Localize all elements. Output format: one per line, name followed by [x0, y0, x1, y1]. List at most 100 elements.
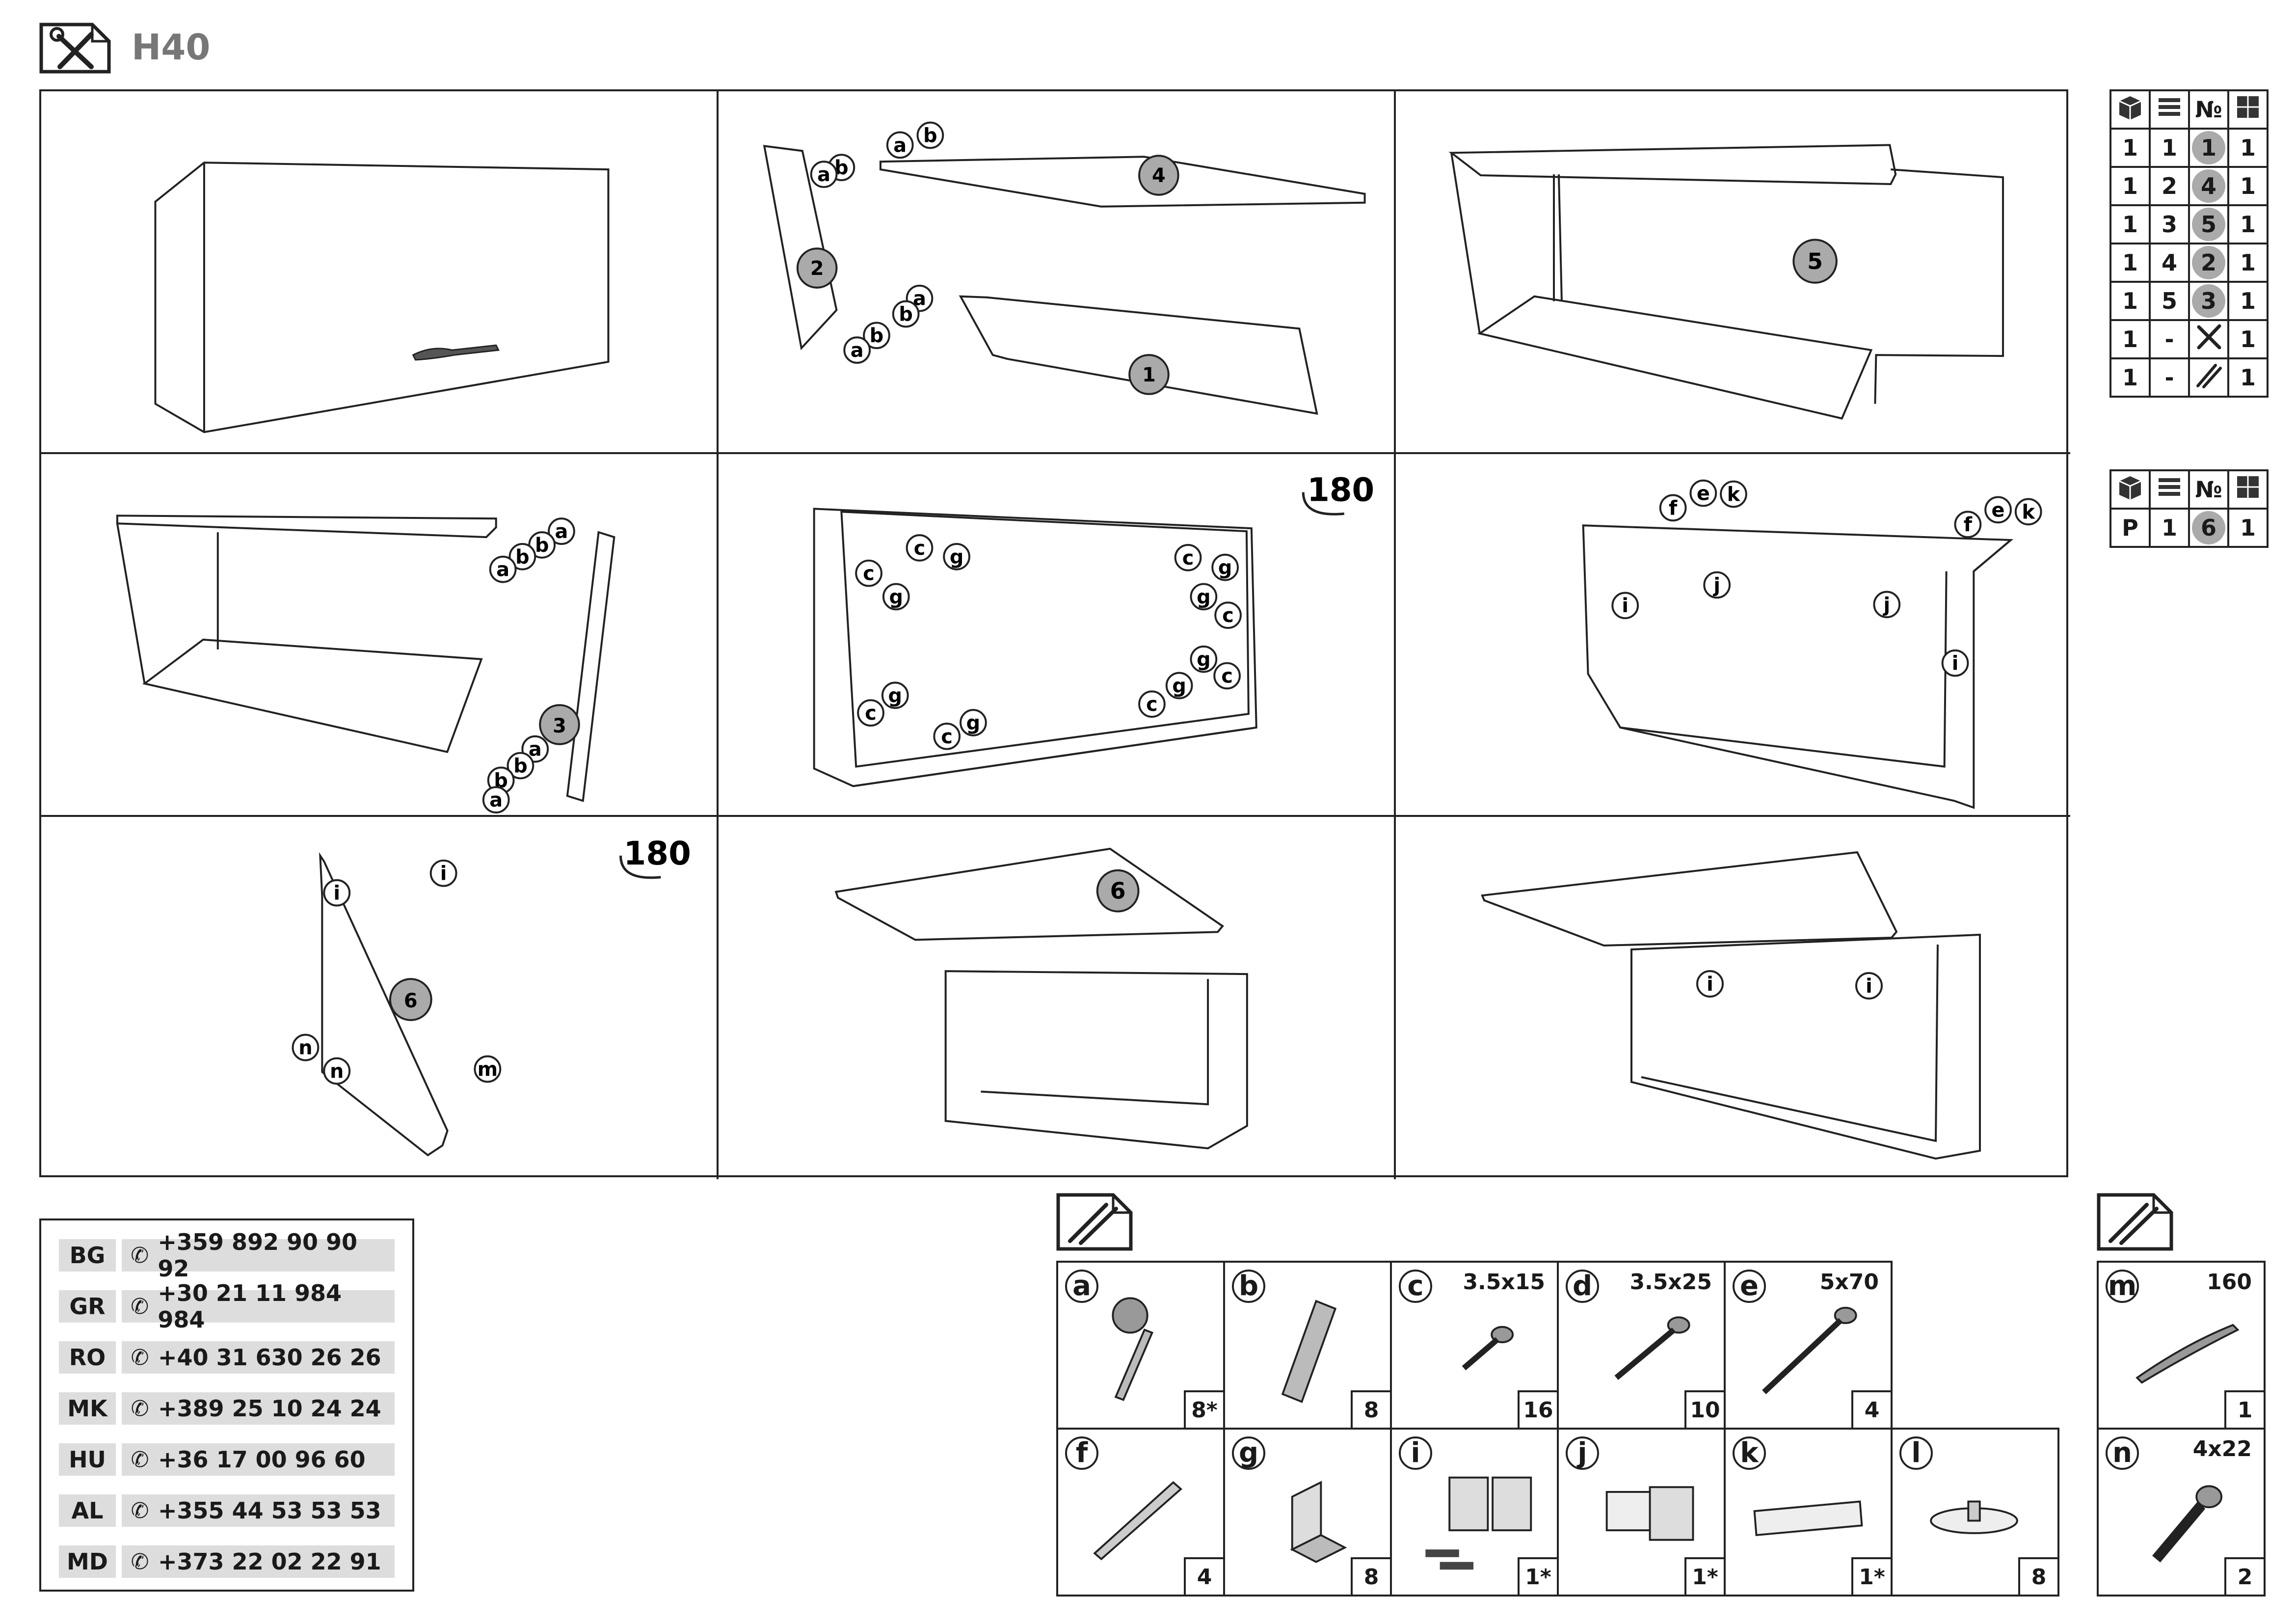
hardware-item: e 5x70 4 [1724, 1261, 1893, 1430]
hardware-item: i 1* [1390, 1428, 1559, 1597]
hardware-item: d 3.5x25 10 [1557, 1261, 1726, 1430]
number-header: № [2188, 89, 2229, 130]
assembly-steps-grid: a b b a a b b a 4 2 1 [39, 89, 2070, 1179]
hanging-rail-icon [1753, 1500, 1863, 1537]
phone-icon: ✆ [131, 1345, 149, 1370]
screw-icon [1462, 1326, 1514, 1371]
svg-text:g: g [950, 546, 963, 568]
stack-icon [2149, 89, 2190, 130]
parts-table-row: 1 - 1 [2109, 357, 2269, 398]
svg-text:a: a [496, 559, 509, 581]
step-7-door: 180 i i n n m 6 [41, 817, 719, 1179]
part-badge: 4 [1152, 164, 1166, 187]
handle-icon [2136, 1324, 2240, 1384]
svg-text:m: m [478, 1058, 498, 1081]
hardware-pack-icon [2097, 1193, 2173, 1251]
grid-count-icon [2227, 89, 2269, 130]
box-icon [2109, 469, 2151, 510]
svg-text:i: i [1707, 973, 1713, 996]
svg-text:c: c [1182, 547, 1194, 569]
svg-text:c: c [1222, 604, 1234, 627]
svg-text:b: b [870, 325, 883, 347]
handle-icon [412, 344, 500, 361]
svg-text:i: i [333, 882, 340, 905]
grid-count-icon [2227, 469, 2269, 510]
hardware-item: f 4 [1056, 1428, 1225, 1597]
dowel-icon [1281, 1299, 1337, 1403]
step-1-assembled-cabinet [41, 91, 719, 454]
phone-row: BG✆+359 892 90 90 92 [59, 1229, 395, 1282]
screw-icon [1614, 1316, 1690, 1380]
svg-text:b: b [515, 546, 529, 568]
hardware-item: b 8 [1223, 1261, 1392, 1430]
svg-text:c: c [863, 563, 875, 585]
corner-bracket-icon [1290, 1481, 1347, 1563]
glide-foot-icon [1930, 1500, 2018, 1534]
page-title: H40 [132, 27, 211, 68]
rotate-label: 180 [624, 835, 691, 872]
cam-lock-icon [1112, 1297, 1154, 1401]
svg-text:f: f [1669, 497, 1678, 519]
svg-text:f: f [1964, 514, 1973, 536]
svg-text:b: b [899, 303, 912, 325]
svg-text:j: j [1712, 574, 1720, 596]
screw-icon [1762, 1306, 1857, 1394]
letter-badges: a b b a a b b a [810, 121, 944, 364]
step-9-final: i i [1396, 817, 2070, 1179]
phone-icon: ✆ [131, 1498, 149, 1523]
hardware-item: m 160 1 [2097, 1261, 2266, 1430]
hardware-item: c 3.5x15 16 [1390, 1261, 1559, 1430]
svg-text:b: b [535, 534, 549, 557]
svg-text:e: e [1992, 499, 2005, 521]
svg-text:i: i [1622, 595, 1629, 617]
phone-row: MK✆+389 25 10 24 24 [59, 1392, 395, 1425]
hardware-item: l 8 [1891, 1428, 2059, 1597]
rotate-arrow-icon [1302, 492, 1345, 515]
parts-table-header: № [2109, 469, 2269, 510]
support-phone-list: BG✆+359 892 90 90 92 GR✆+30 21 11 984 98… [39, 1218, 414, 1592]
tools-icon [39, 23, 111, 74]
svg-text:b: b [513, 755, 527, 777]
hardware-pack-icon [1056, 1193, 1133, 1251]
cabinet-illustration [154, 162, 610, 433]
svg-text:c: c [941, 726, 953, 748]
svg-text:i: i [1952, 652, 1959, 675]
step-2-panels: a b b a a b b a 4 2 1 [719, 91, 1396, 454]
step-8-attach-door: 6 [719, 817, 1396, 1179]
hardware-item: k 1* [1724, 1428, 1893, 1597]
lift-mechanism-icon [1425, 1476, 1532, 1570]
svg-text:g: g [888, 684, 902, 707]
svg-text:g: g [1197, 649, 1210, 671]
svg-text:g: g [966, 712, 980, 734]
svg-text:k: k [1727, 483, 1741, 506]
tools-icon [2188, 319, 2229, 359]
part-badge: 6 [1110, 878, 1126, 904]
hardware-item: a 8* [1056, 1261, 1225, 1430]
part-badge: 6 [404, 990, 418, 1012]
parts-table-header: № [2109, 89, 2269, 130]
svg-text:k: k [2022, 501, 2035, 523]
phone-row: AL✆+355 44 53 53 53 [59, 1494, 395, 1527]
hardware-icon [2188, 357, 2229, 398]
hinge-mount-icon [1605, 1486, 1694, 1541]
phone-row: MD✆+373 22 02 22 91 [59, 1545, 395, 1578]
phone-icon: ✆ [131, 1396, 149, 1421]
phone-icon: ✆ [131, 1549, 149, 1574]
svg-text:e: e [1697, 482, 1710, 505]
parts-table-row: 1 - 1 [2109, 319, 2269, 359]
part-badge: 2 [810, 257, 824, 280]
step-3-back-panel: 5 [1396, 91, 2070, 454]
machine-screw-icon [2152, 1485, 2222, 1563]
wall-plug-icon [1093, 1481, 1183, 1561]
svg-text:c: c [865, 702, 877, 725]
box-icon [2109, 89, 2151, 130]
hardware-item: g 8 [1223, 1428, 1392, 1597]
phone-row: HU✆+36 17 00 96 60 [59, 1443, 395, 1476]
